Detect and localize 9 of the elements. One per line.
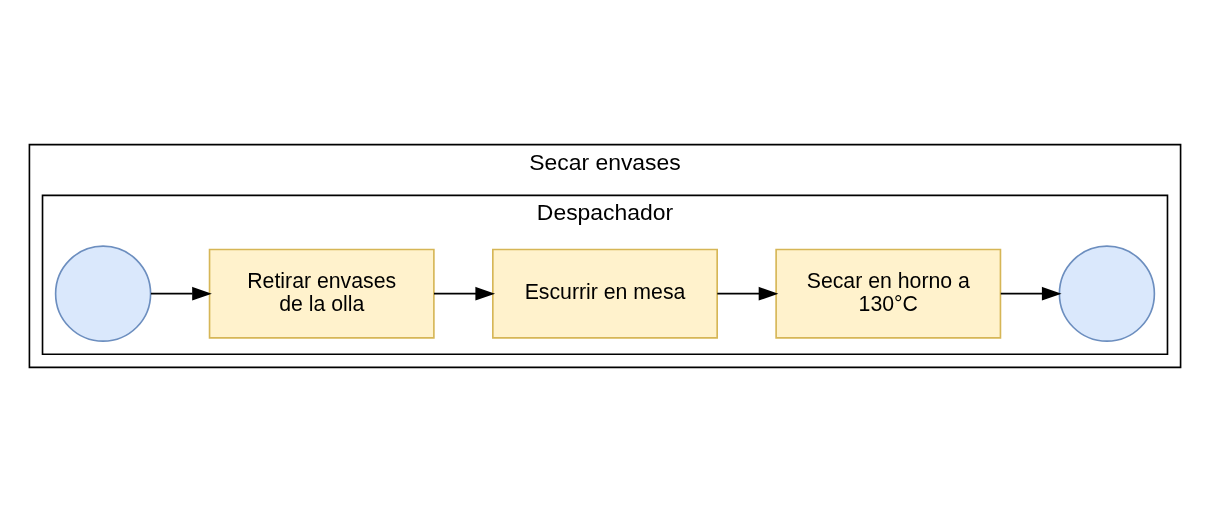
arrow — [433, 286, 496, 301]
node-circle — [54, 244, 152, 342]
node-box: Retirar envases de la olla — [208, 248, 435, 339]
arrow — [716, 286, 779, 301]
node-box: Secar en horno a 130°C — [775, 248, 1002, 339]
node-circle — [1058, 244, 1156, 342]
arrow — [999, 286, 1062, 301]
node-box: Escurrir en mesa — [492, 248, 718, 339]
arrow — [150, 286, 212, 301]
